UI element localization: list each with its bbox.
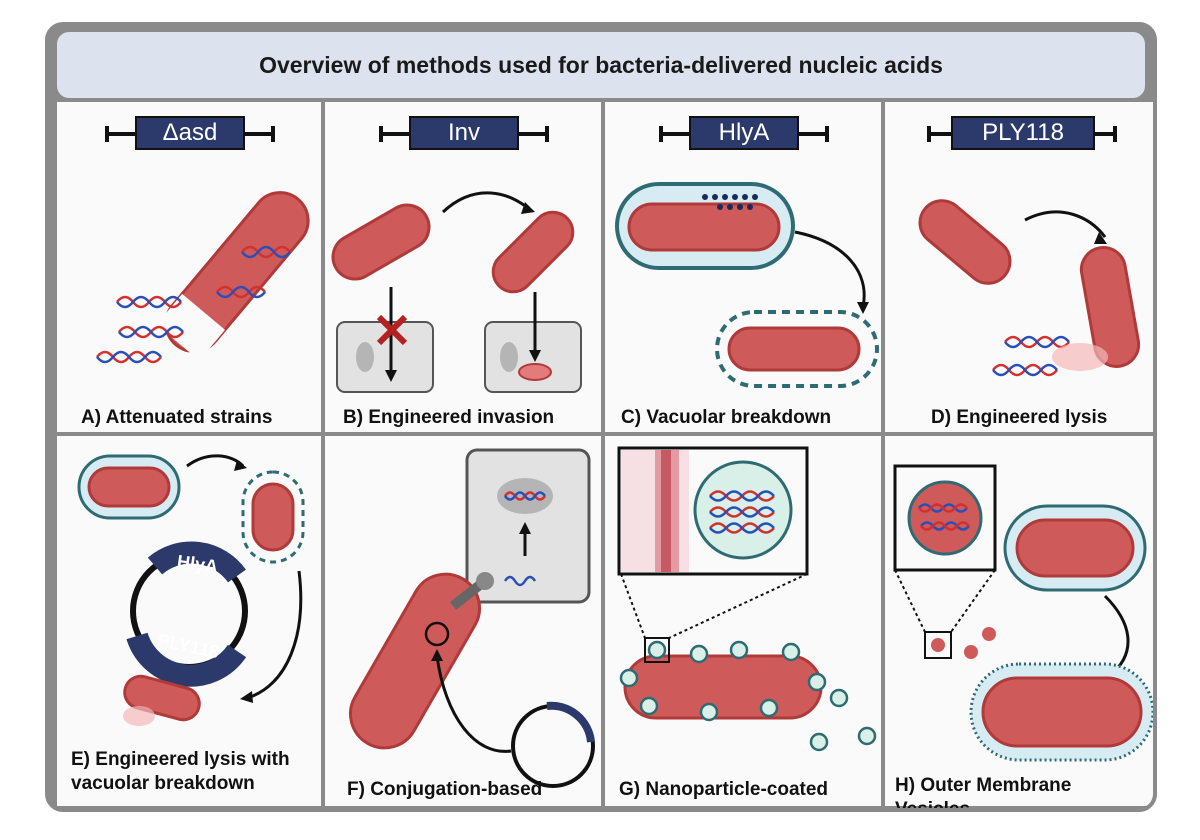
caption-h-line2: Vesicles [895,799,971,812]
panel-b-illustration [331,191,582,393]
caption-g: G) Nanoparticle-coated [619,779,829,800]
gene-tick-d-left [927,126,931,142]
panel-a-illustration [96,191,310,364]
panel-h-illustration [893,464,1153,762]
caption-e-line1: E) Engineered lysis with [71,749,290,770]
panel-d: PLY118 D) Engineered lysis [885,102,1153,432]
figure-frame: Overview of methods used for bacteria-de… [45,22,1157,812]
panel-b: Inv B) Engineered invasion [325,102,601,432]
panel-f-illustration [349,448,595,788]
panel-g-illustration [617,446,877,752]
gene-box-asd: Δasd [135,116,245,150]
gene-tick-b-left [379,126,383,142]
caption-e-line2: vacuolar breakdown [71,773,255,794]
figure-title: Overview of methods used for bacteria-de… [259,51,943,78]
gene-box-ply118: PLY118 [951,116,1095,150]
gene-tick-b-right [545,126,549,142]
gene-box-inv: Inv [409,116,519,150]
title-bar: Overview of methods used for bacteria-de… [57,32,1145,98]
caption-d: D) Engineered lysis [931,407,1108,428]
panel-c: HlyA C) Vacuolar breakdown [605,102,881,432]
caption-b: B) Engineered invasion [343,407,555,428]
gene-box-hlya: HlyA [689,116,799,150]
gene-tick-a-right [271,126,275,142]
panel-f: F) Conjugation-based [325,436,601,806]
panel-d-illustration [918,199,1141,377]
caption-a: A) Attenuated strains [81,407,273,428]
panel-h: H) Outer Membrane [885,436,1153,806]
caption-f: F) Conjugation-based [347,779,543,800]
caption-c: C) Vacuolar breakdown [621,407,832,428]
panel-g: G) Nanoparticle-coated [605,436,881,806]
panel-e-illustration [77,454,305,726]
panel-e: HlyA PLY118 E) Engineered lysis with vac… [57,436,321,806]
caption-h-line1: H) Outer Membrane [895,775,1072,796]
panel-a: Δasd A) Attenuated strains [57,102,321,432]
gene-tick-c-left [659,126,663,142]
gene-tick-c-right [825,126,829,142]
panel-c-illustration [615,182,879,388]
gene-tick-d-right [1113,126,1117,142]
gene-tick-a-left [105,126,109,142]
